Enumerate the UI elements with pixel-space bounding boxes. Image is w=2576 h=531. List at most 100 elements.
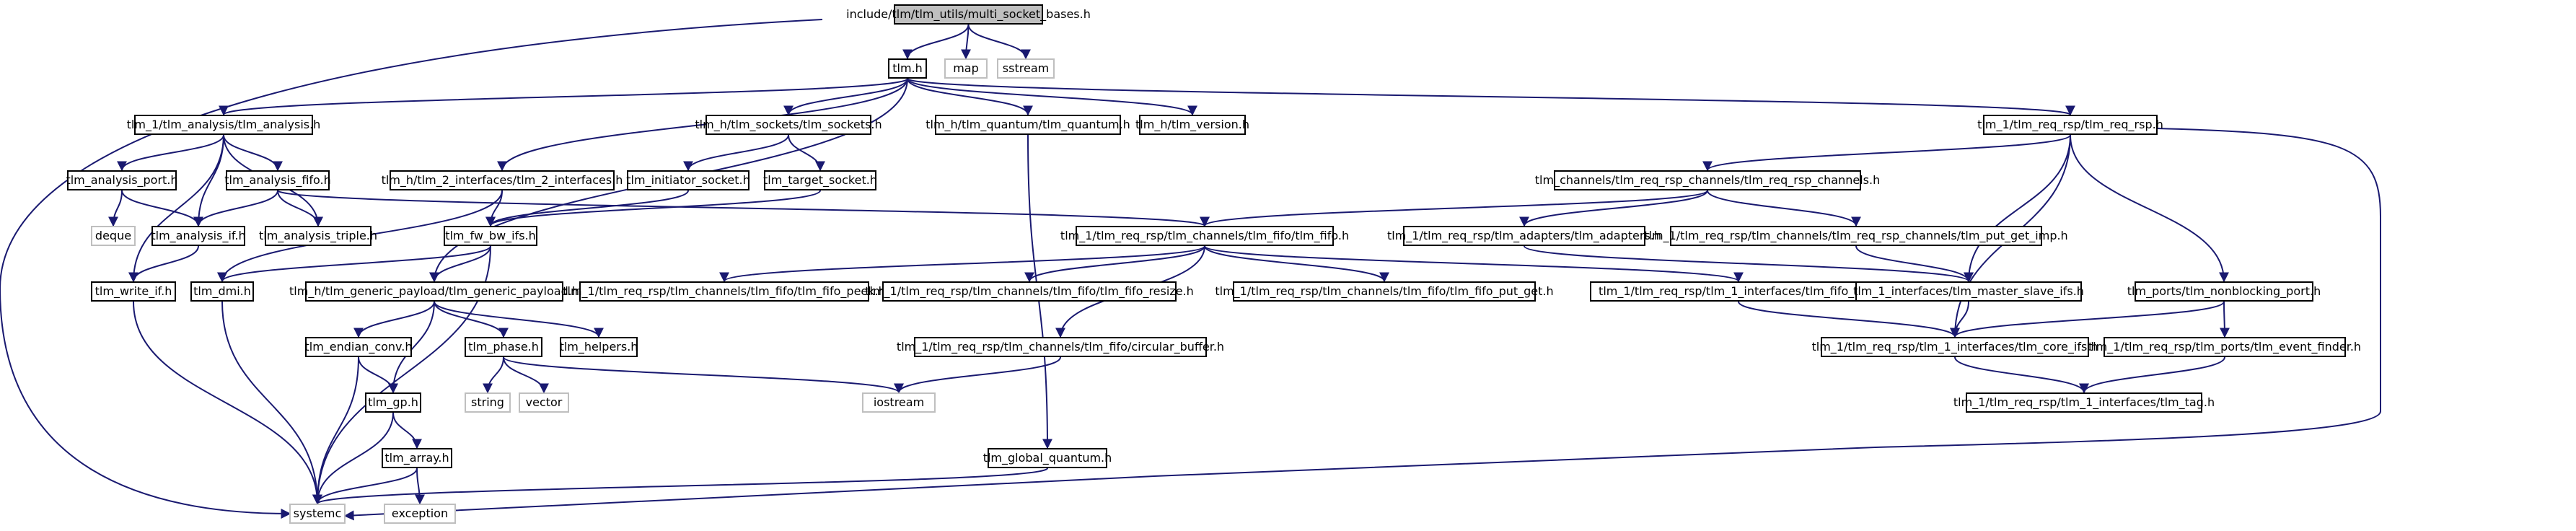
node-box-analysis[interactable] [134,115,313,135]
node-sstream[interactable]: sstream [997,58,1055,79]
node-box-writeif[interactable] [91,281,176,302]
node-box-phase[interactable] [465,337,542,357]
node-box-sockets[interactable] [705,115,871,135]
node-box-tlm[interactable] [888,58,927,79]
node-if2[interactable]: tlm_h/tlm_2_interfaces/tlm_2_interfaces.… [382,170,623,190]
node-box-version[interactable] [1139,115,1246,135]
edge-target-to-fwbw [485,190,821,227]
node-sockets[interactable]: tlm_h/tlm_sockets/tlm_sockets.h [695,115,882,135]
node-box-arr[interactable] [382,448,452,468]
node-reqrsp[interactable]: tlm_1/tlm_req_rsp/tlm_req_rsp.h [1977,115,2163,135]
node-label-gp: tlm_h/tlm_generic_payload/tlm_generic_pa… [289,284,579,299]
node-writeif[interactable]: tlm_write_if.h [91,281,176,302]
node-iostream[interactable]: iostream [862,392,936,413]
node-phase[interactable]: tlm_phase.h [465,337,542,357]
node-triple[interactable]: tlm_analysis_triple.h [259,226,377,246]
node-deque[interactable]: deque [91,226,136,246]
node-box-exception[interactable] [384,504,456,524]
node-box-vector[interactable] [519,392,569,413]
node-box-gp[interactable] [305,281,563,302]
edge-channels-to-adapters [1519,190,1708,227]
node-adapters[interactable]: tlm_1/tlm_req_rsp/tlm_adapters/tlm_adapt… [1387,226,1661,246]
node-putget[interactable]: tlm_1/tlm_req_rsp/tlm_channels/tlm_req_r… [1644,226,2068,246]
node-box-if2[interactable] [390,170,615,190]
node-box-fifoifs[interactable] [1590,281,1887,302]
node-box-quantum[interactable] [935,115,1121,135]
node-endian[interactable]: tlm_endian_conv.h [304,337,413,357]
node-tlm[interactable]: tlm.h [888,58,927,79]
node-box-port[interactable] [67,170,177,190]
node-box-root[interactable] [894,4,1043,25]
node-core[interactable]: tlm_1/tlm_req_rsp/tlm_1_interfaces/tlm_c… [1811,337,2098,357]
node-box-circ[interactable] [914,337,1207,357]
node-vector[interactable]: vector [519,392,569,413]
node-gq[interactable]: tlm_global_quantum.h [983,448,1112,468]
node-channels[interactable]: tlm_channels/tlm_req_rsp_channels/tlm_re… [1535,170,1880,190]
node-fifoifs[interactable]: tlm_1/tlm_req_rsp/tlm_1_interfaces/tlm_f… [1590,281,1887,302]
node-root[interactable]: include/tlm/tlm_utils/multi_socket_bases… [846,4,1091,25]
node-box-target[interactable] [764,170,876,190]
node-tgp[interactable]: tlm_gp.h [365,392,421,413]
node-aif[interactable]: tlm_analysis_if.h [151,226,246,246]
node-evfinder[interactable]: tlm_1/tlm_req_rsp/tlm_ports/tlm_event_fi… [2088,337,2361,357]
node-fput[interactable]: tlm_1/tlm_req_rsp/tlm_channels/tlm_fifo/… [1215,281,1554,302]
node-exception[interactable]: exception [384,504,456,524]
node-tag[interactable]: tlm_1/tlm_req_rsp/tlm_1_interfaces/tlm_t… [1953,392,2215,413]
node-box-map[interactable] [944,58,988,79]
node-fifo[interactable]: tlm_1/tlm_req_rsp/tlm_channels/tlm_fifo/… [1060,226,1349,246]
node-port[interactable]: tlm_analysis_port.h [66,170,178,190]
node-box-ms[interactable] [1855,281,2082,302]
node-box-afifo[interactable] [226,170,330,190]
node-box-channels[interactable] [1554,170,1861,190]
node-box-evfinder[interactable] [2104,337,2346,357]
node-gp[interactable]: tlm_h/tlm_generic_payload/tlm_generic_pa… [289,281,579,302]
node-box-putget[interactable] [1670,226,2042,246]
node-helpers[interactable]: tlm_helpers.h [560,337,638,357]
node-fwbw[interactable]: tlm_fw_bw_ifs.h [444,226,537,246]
node-resize[interactable]: tlm_1/tlm_req_rsp/tlm_channels/tlm_fifo/… [865,281,1194,302]
node-box-sstream[interactable] [997,58,1055,79]
node-label-vector: vector [526,395,563,409]
node-box-peek[interactable] [579,281,869,302]
node-systemc[interactable]: systemc [289,504,346,524]
node-box-fput[interactable] [1233,281,1536,302]
node-label-version: tlm_h/tlm_version.h [1135,118,1249,132]
node-box-initiator[interactable] [627,170,749,190]
node-box-core[interactable] [1821,337,2089,357]
node-box-nbport[interactable] [2135,281,2313,302]
node-dmi[interactable]: tlm_dmi.h [190,281,254,302]
node-ms[interactable]: tlm_1_interfaces/tlm_master_slave_ifs.h [1853,281,2084,302]
node-label-reqrsp: tlm_1/tlm_req_rsp/tlm_req_rsp.h [1977,118,2163,132]
node-box-systemc[interactable] [289,504,346,524]
node-box-aif[interactable] [151,226,245,246]
node-string[interactable]: string [465,392,511,413]
node-box-iostream[interactable] [862,392,936,413]
node-peek[interactable]: tlm_1/tlm_req_rsp/tlm_channels/tlm_fifo/… [563,281,886,302]
node-box-gq[interactable] [988,448,1107,468]
node-arr[interactable]: tlm_array.h [382,448,452,468]
node-box-deque[interactable] [91,226,136,246]
node-box-tgp[interactable] [365,392,421,413]
node-box-helpers[interactable] [560,337,638,357]
node-quantum[interactable]: tlm_h/tlm_quantum/tlm_quantum.h [926,115,1130,135]
node-box-adapters[interactable] [1403,226,1645,246]
node-box-string[interactable] [465,392,511,413]
node-afifo[interactable]: tlm_analysis_fifo.h [224,170,331,190]
node-initiator[interactable]: tlm_initiator_socket.h [626,170,750,190]
node-box-endian[interactable] [305,337,412,357]
node-label-if2: tlm_h/tlm_2_interfaces/tlm_2_interfaces.… [382,173,623,188]
node-box-resize[interactable] [882,281,1177,302]
node-box-fwbw[interactable] [444,226,537,246]
node-analysis[interactable]: tlm_1/tlm_analysis/tlm_analysis.h [127,115,321,135]
node-circ[interactable]: tlm_1/tlm_req_rsp/tlm_channels/tlm_fifo/… [897,337,1224,357]
node-box-tag[interactable] [1966,392,2202,413]
node-box-reqrsp[interactable] [1983,115,2158,135]
node-box-triple[interactable] [265,226,372,246]
node-target[interactable]: tlm_target_socket.h [763,170,877,190]
node-version[interactable]: tlm_h/tlm_version.h [1135,115,1249,135]
node-box-dmi[interactable] [190,281,254,302]
node-box-fifo[interactable] [1076,226,1334,246]
edge-phase-to-vector [503,356,549,394]
node-nbport[interactable]: tlm_ports/tlm_nonblocking_port.h [2127,281,2321,302]
node-map[interactable]: map [944,58,988,79]
